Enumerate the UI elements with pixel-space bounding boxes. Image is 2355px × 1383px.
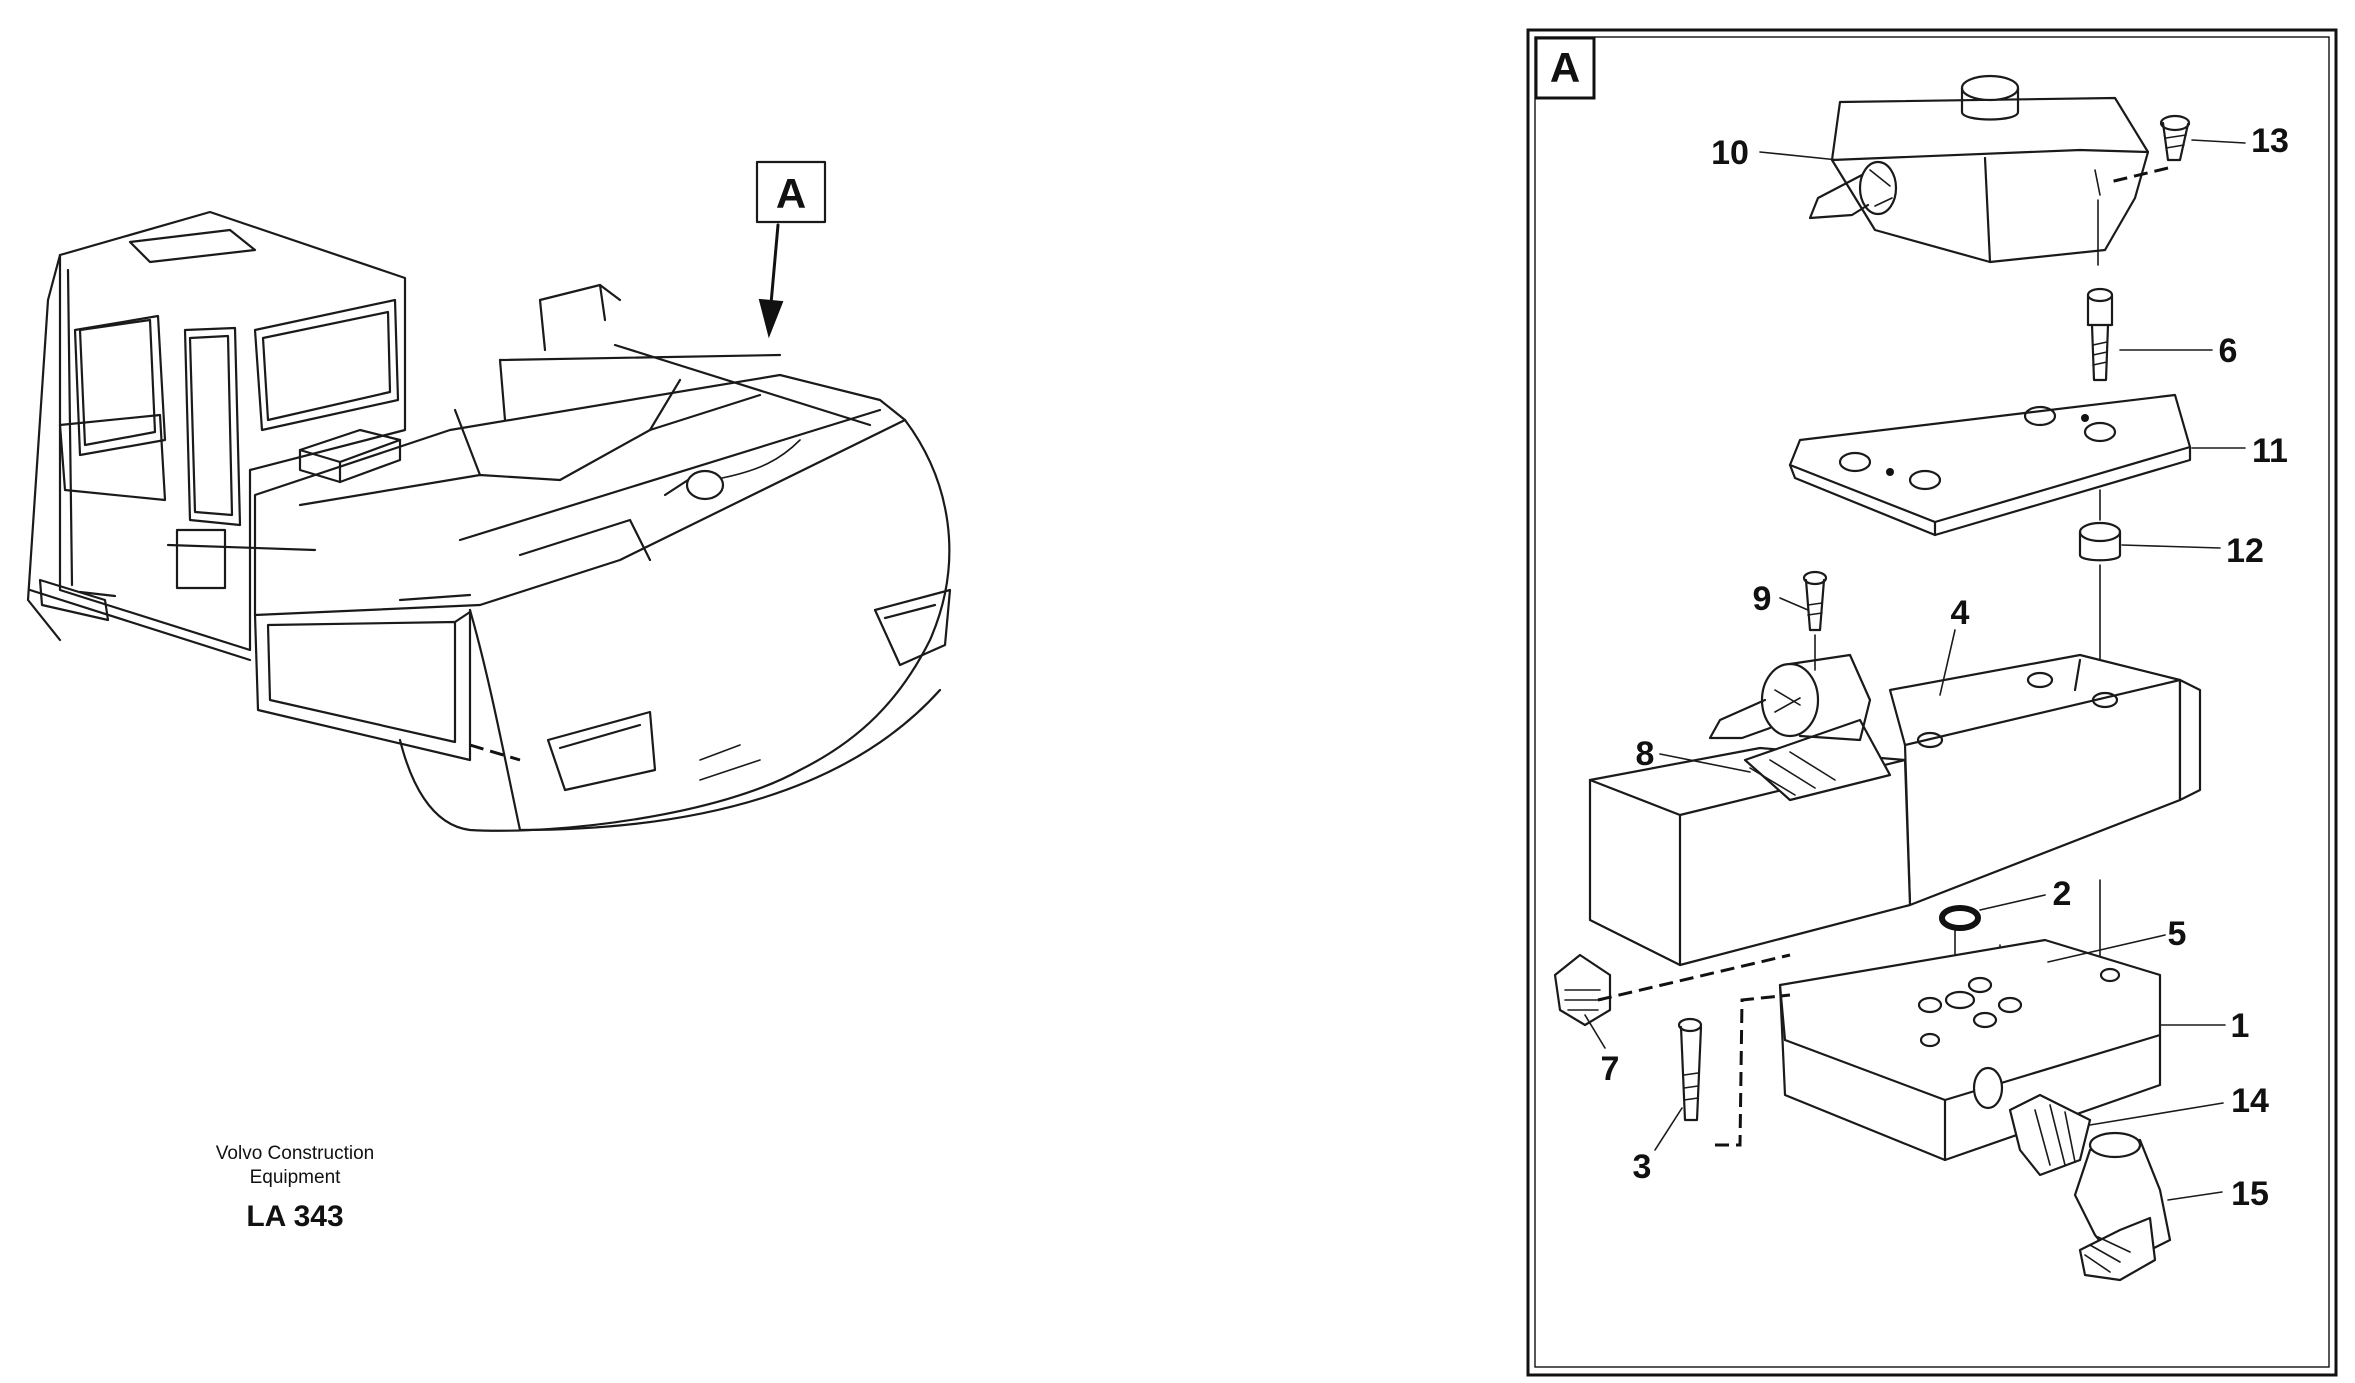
label-15: 15 [2231, 1175, 2269, 1213]
view-a-callout: A [755, 160, 827, 339]
part-12-nut [2078, 489, 2122, 691]
part-6-screw [2086, 199, 2114, 382]
label-4: 4 [1951, 594, 1970, 632]
label-11: 11 [2252, 432, 2288, 470]
label-14: 14 [2231, 1082, 2269, 1120]
part-3-screw [1677, 993, 1791, 1147]
label-5: 5 [2168, 915, 2187, 953]
label-2: 2 [2053, 875, 2072, 913]
part-11-plate [1788, 393, 2192, 537]
label-9: 9 [1753, 580, 1772, 618]
label-12: 12 [2226, 532, 2264, 570]
excavator-counterweight [253, 418, 952, 832]
part-7-plug [1553, 953, 1791, 1027]
part-4-valve-body [1588, 653, 2202, 967]
part-14-nipple [2008, 1093, 2092, 1177]
label-6: 6 [2219, 332, 2238, 370]
label-7: 7 [1601, 1050, 1620, 1088]
label-8: 8 [1636, 735, 1655, 773]
detail-view-letter: A [1550, 44, 1580, 91]
excavator-engine-deck [253, 283, 907, 617]
part-13-screw [2109, 114, 2191, 184]
part-10-cover [1808, 74, 2150, 264]
label-1: 1 [2231, 1007, 2250, 1045]
part-number-labels: 10 13 6 11 12 9 4 8 2 5 1 7 14 3 15 [1601, 122, 2289, 1213]
detail-view-tab [1534, 36, 1596, 100]
part-9-screw [1802, 570, 1828, 671]
part-1-subplate [1778, 938, 2162, 1162]
detail-frame-inner [1534, 36, 2330, 1368]
leader-lines [1584, 139, 2246, 1201]
detail-frame [1526, 28, 2338, 1377]
excavator-cab [26, 210, 407, 662]
caption-drawing-code: LA 343 [246, 1200, 344, 1233]
view-a-letter: A [776, 170, 806, 217]
view-a-box [755, 160, 827, 224]
view-a-arrow [758, 298, 784, 339]
detail-view-a: A [1526, 28, 2338, 1377]
label-3: 3 [1633, 1148, 1652, 1186]
caption-company-line2: Equipment [249, 1167, 341, 1188]
part-15-elbow [2073, 1131, 2172, 1282]
label-10: 10 [1711, 134, 1749, 172]
label-13: 13 [2251, 122, 2289, 160]
caption-company-line1: Volvo Construction [215, 1143, 375, 1164]
excavator-overview-drawing: A [26, 160, 952, 832]
